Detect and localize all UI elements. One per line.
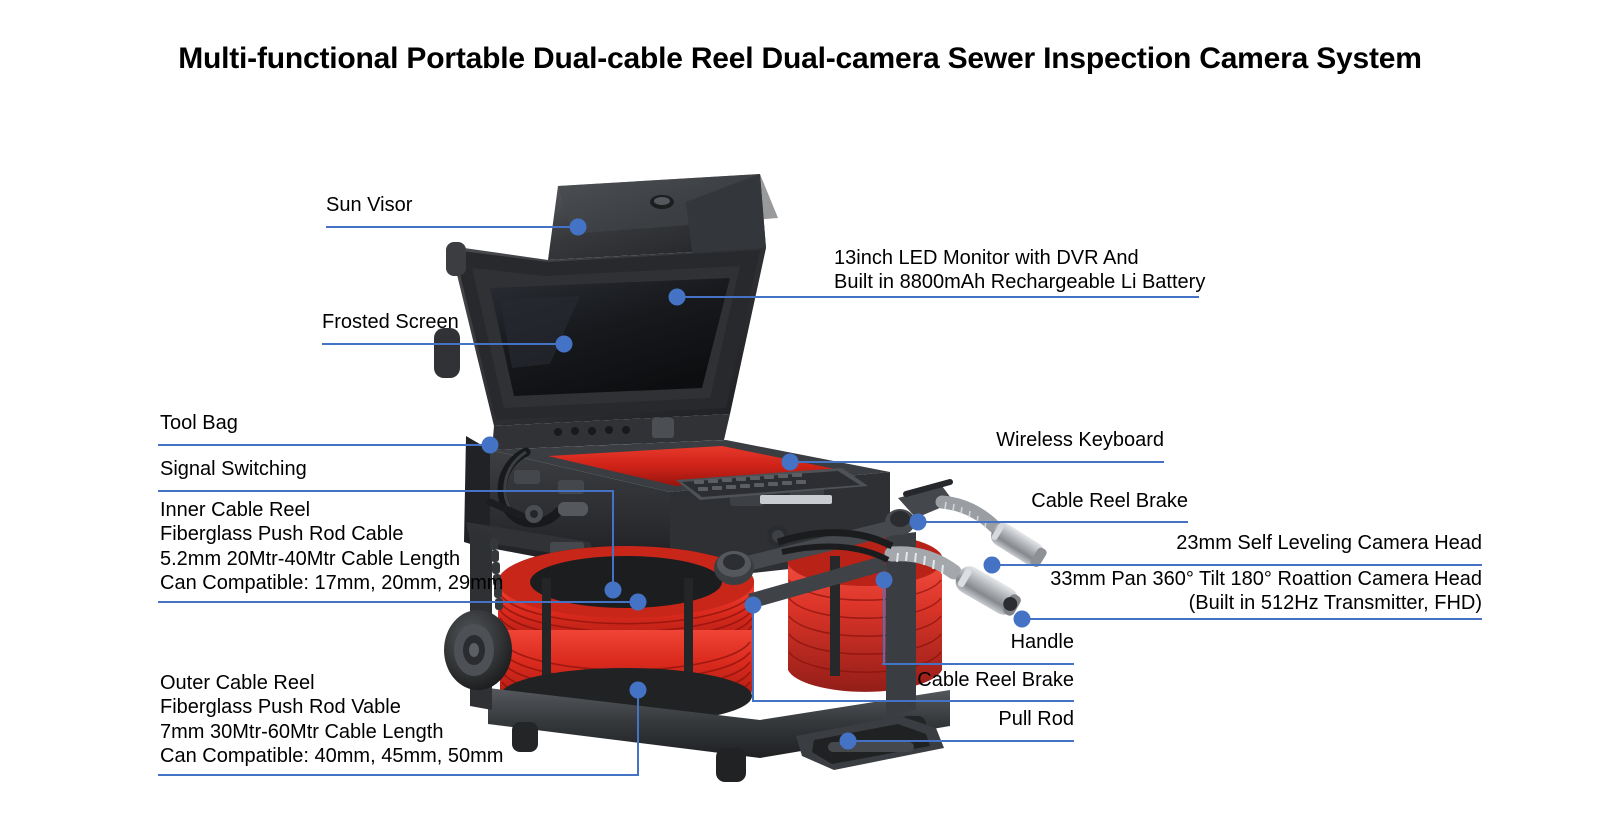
leader-line-wireless-keyboard (790, 461, 1164, 463)
callout-self-leveling-camera-head: 23mm Self Leveling Camera Head (1000, 531, 1482, 555)
callout-inner-cable-reel-line-1: Inner Cable Reel (160, 499, 311, 521)
leader-dot-inner-cable-reel (629, 593, 647, 611)
callout-pull-rod-label: Pull Rod (998, 708, 1074, 730)
leader-line-pan-tilt-camera-head (1022, 618, 1482, 620)
callout-pull-rod: Pull Rod (870, 707, 1074, 731)
callout-pan-tilt-camera-head: 33mm Pan 360° Tilt 180° Roattion Camera … (1000, 567, 1482, 616)
callout-self-leveling-camera-head-label: 23mm Self Leveling Camera Head (1176, 532, 1482, 554)
wheel (444, 610, 512, 690)
leader-line-self-leveling-camera-head (992, 564, 1482, 566)
callout-signal-switching-label: Signal Switching (160, 458, 307, 480)
leader-dot-frosted-screen (555, 335, 573, 353)
leader-dot-pan-tilt-camera-head (1013, 610, 1031, 628)
leader-dot-signal-switching (604, 581, 622, 599)
leader-dot-wireless-keyboard (781, 453, 799, 471)
leader-line-frosted-screen (322, 343, 564, 345)
leader-line-handle-vertical (883, 580, 885, 664)
callout-cable-reel-brake-upper-label: Cable Reel Brake (1031, 490, 1188, 512)
callout-sun-visor: Sun Visor (326, 193, 412, 217)
callout-cable-reel-brake-upper: Cable Reel Brake (930, 489, 1188, 513)
leader-dot-outer-cable-reel (629, 681, 647, 699)
callout-cable-reel-brake-lower: Cable Reel Brake (816, 668, 1074, 692)
callout-tool-bag-label: Tool Bag (160, 412, 238, 434)
callout-outer-cable-reel-line-3: 7mm 30Mtr-60Mtr Cable Length (160, 720, 444, 743)
callout-outer-cable-reel: Outer Cable Reel Fiberglass Push Rod Vab… (160, 671, 503, 769)
callout-wireless-keyboard: Wireless Keyboard (900, 428, 1164, 452)
wireless-keyboard-unit (676, 468, 868, 504)
leader-line-outer-cable-reel (158, 774, 638, 776)
camera-heads (776, 479, 1047, 616)
callout-led-monitor: 13inch LED Monitor with DVR And Built in… (700, 246, 1206, 295)
leader-line-cable-reel-brake-lower-vertical (752, 605, 754, 701)
leader-line-cable-reel-brake-upper (918, 521, 1188, 523)
leader-line-signal-switching-vertical (612, 490, 614, 590)
callout-inner-cable-reel-line-2: Fiberglass Push Rod Cable (160, 523, 404, 546)
callout-led-monitor-line-1: 13inch LED Monitor with DVR And (834, 247, 1139, 269)
callout-pan-tilt-camera-head-line-1: 33mm Pan 360° Tilt 180° Roattion Camera … (1050, 568, 1482, 590)
leader-line-signal-switching (158, 490, 614, 492)
leader-line-sun-visor (326, 226, 578, 228)
callout-pan-tilt-camera-head-line-2: (Built in 512Hz Transmitter, FHD) (1188, 592, 1482, 615)
callout-led-monitor-line-2: Built in 8800mAh Rechargeable Li Battery (834, 271, 1206, 294)
leader-line-cable-reel-brake-lower (752, 700, 1074, 702)
callout-wireless-keyboard-label: Wireless Keyboard (996, 429, 1164, 451)
cable-reel-brake-knobs (714, 509, 915, 585)
callout-outer-cable-reel-line-2: Fiberglass Push Rod Vable (160, 696, 401, 719)
leader-line-inner-cable-reel (158, 601, 638, 603)
callout-frosted-screen-label: Frosted Screen (322, 311, 459, 333)
callout-outer-cable-reel-line-1: Outer Cable Reel (160, 672, 315, 694)
leader-dot-handle (875, 571, 893, 589)
leader-line-tool-bag (158, 444, 490, 446)
leader-line-handle (882, 663, 1074, 665)
page-title: Multi-functional Portable Dual-cable Ree… (178, 42, 1422, 75)
callout-inner-cable-reel-line-4: Can Compatible: 17mm, 20mm, 29mm (160, 572, 504, 595)
callout-inner-cable-reel: Inner Cable Reel Fiberglass Push Rod Cab… (160, 498, 503, 596)
callout-outer-cable-reel-line-4: Can Compatible: 40mm, 45mm, 50mm (160, 745, 504, 768)
callout-frosted-screen: Frosted Screen (322, 310, 459, 334)
leader-line-pull-rod (848, 740, 1074, 742)
leader-dot-pull-rod (839, 732, 857, 750)
product-illustration (430, 150, 1110, 820)
monitor-control-strip (492, 414, 730, 450)
callout-handle-label: Handle (1010, 631, 1074, 653)
callout-inner-cable-reel-line-3: 5.2mm 20Mtr-40Mtr Cable Length (160, 547, 461, 570)
leader-line-outer-cable-reel-vertical (637, 690, 639, 776)
leader-dot-tool-bag (481, 436, 499, 454)
callout-cable-reel-brake-lower-label: Cable Reel Brake (917, 669, 1074, 691)
leader-dot-cable-reel-brake-upper (909, 513, 927, 531)
callout-handle: Handle (880, 630, 1074, 654)
leader-dot-led-monitor (668, 288, 686, 306)
leader-dot-cable-reel-brake-lower (744, 596, 762, 614)
leader-line-led-monitor (677, 296, 1199, 298)
callout-tool-bag: Tool Bag (160, 411, 238, 435)
leader-dot-self-leveling-camera-head (983, 556, 1001, 574)
pull-rod-handle (796, 716, 944, 770)
monitor-lid (434, 242, 766, 426)
callout-signal-switching: Signal Switching (160, 457, 307, 481)
leader-dot-sun-visor (569, 218, 587, 236)
callout-sun-visor-label: Sun Visor (326, 194, 413, 216)
